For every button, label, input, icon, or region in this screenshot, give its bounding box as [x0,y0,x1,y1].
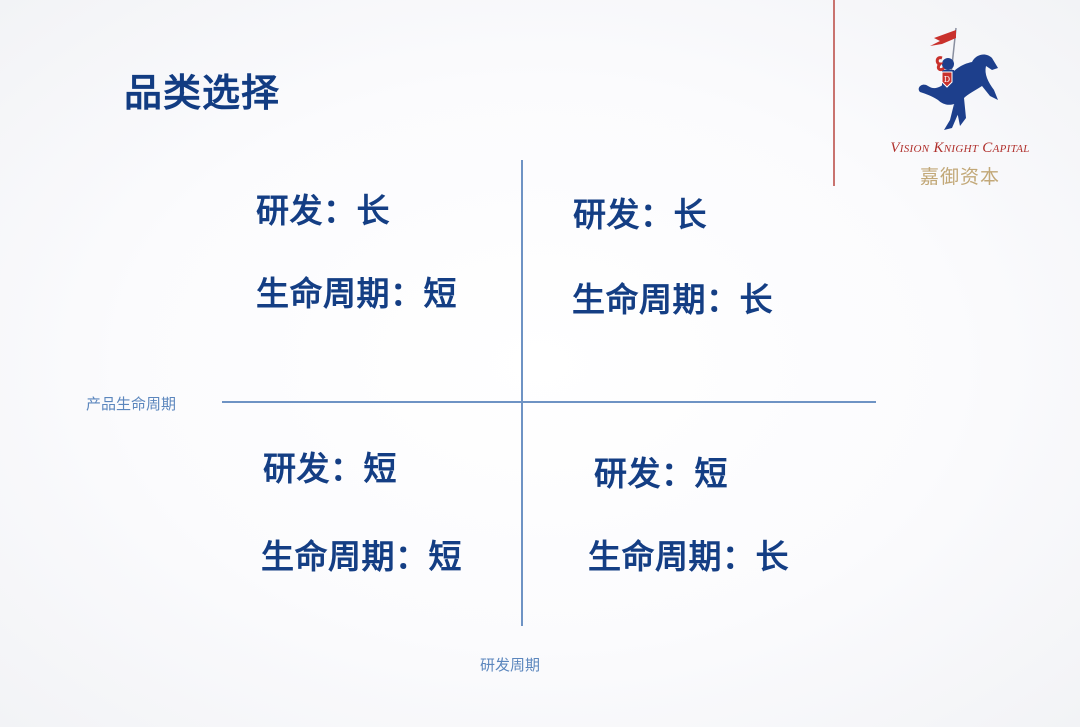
quadrant-bottom-right-lifecycle: 生命周期：长 [588,537,789,576]
quadrant-top-left-lifecycle: 生命周期：短 [256,274,457,313]
quadrant-bottom-right-rd: 研发：短 [594,454,728,493]
quadrant-top-right-lifecycle: 生命周期：长 [572,280,773,319]
quadrant-top-right-rd: 研发：长 [573,195,707,234]
vertical-axis-line [521,160,523,626]
horizontal-axis-line [222,401,876,403]
quadrant-bottom-left-rd: 研发：短 [263,449,397,488]
brand-name-cn: 嘉御资本 [919,166,1000,188]
quadrant-bottom-left-lifecycle: 生命周期：短 [261,537,462,576]
svg-text:D: D [944,75,950,84]
x-axis-label: 研发周期 [480,656,541,674]
knight-on-horse-icon: D [918,27,998,130]
y-axis-label: 产品生命周期 [86,395,177,413]
quadrant-top-left-rd: 研发：长 [256,191,390,230]
brand-name-en: Vision Knight Capital [890,140,1030,156]
page-title: 品类选择 [124,71,281,115]
brand-logo: D Vision Knight Capital 嘉御资本 [860,24,1060,194]
brand-divider [833,0,835,186]
